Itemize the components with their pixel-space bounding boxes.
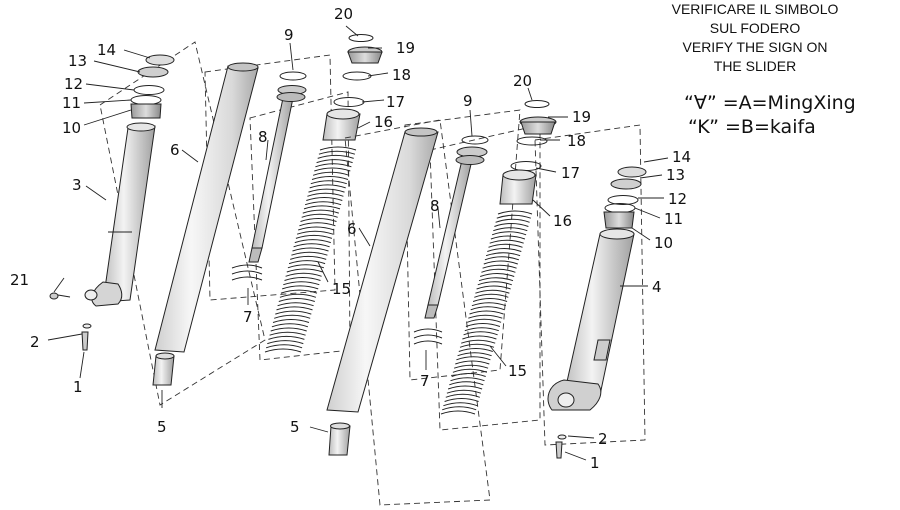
left-spring-group-outline [249,91,351,361]
left-drain-screw [81,323,92,351]
callout-9-right: 9 [463,92,473,110]
callout-16-left: 16 [374,113,393,131]
callout-6-right: 6 [347,220,357,238]
callout-12-right: 12 [668,190,687,208]
callout-14-left: 14 [97,41,116,59]
legend-mingxing: “∀” =A=MingXing [684,92,856,114]
notice-line-2: SUL FODERO [709,20,801,36]
callout-7-right: 7 [420,372,430,390]
right-rebound-spring [413,328,443,345]
right-fork-tube [326,127,439,456]
callout-13-right: 13 [666,166,685,184]
callout-5-right: 5 [290,418,300,436]
right-drain-screw [555,434,567,459]
slider-sign-notice: VERIFICARE IL SIMBOLO SUL FODERO VERIFY … [600,0,900,76]
callout-10-right: 10 [654,234,673,252]
callout-18-left: 18 [392,66,411,84]
left-cap-parts [322,34,383,141]
right-damper-rod [424,135,489,319]
notice-line-4: THE SLIDER [713,58,797,74]
callout-2-right: 2 [598,430,608,448]
callout-21: 21 [10,271,29,289]
right-cap-parts [499,100,557,205]
bleed-screw [49,292,71,300]
callout-10-left: 10 [62,119,81,137]
left-main-spring [264,146,357,353]
right-slider-body [547,228,635,411]
callout-16-right: 16 [553,212,572,230]
callout-9-left: 9 [284,26,294,44]
callout-19-right: 19 [572,108,591,126]
callout-5-left: 5 [157,418,167,436]
callout-15-left: 15 [332,280,351,298]
callout-8-right: 8 [430,197,440,215]
left-damper-rod [248,71,307,263]
callout-3: 3 [72,176,82,194]
callout-6-left: 6 [170,141,180,159]
right-seals [603,166,647,229]
callout-labels: 14 13 12 11 10 3 6 9 8 20 19 18 17 16 15… [10,5,691,472]
callout-4: 4 [652,278,662,296]
right-slider-group-outline [534,124,646,446]
notice-line-1: VERIFICARE IL SIMBOLO [671,1,839,17]
callout-18-right: 18 [567,132,586,150]
callout-1-left: 1 [73,378,83,396]
right-main-spring [440,210,533,415]
callout-8-left: 8 [258,128,268,146]
callout-1-right: 1 [590,454,600,472]
left-rebound-spring [231,264,263,281]
callout-19-left: 19 [396,39,415,57]
callout-11-left: 11 [62,94,81,112]
right-inner-group-outline [404,109,521,381]
callout-15-right: 15 [508,362,527,380]
notice-line-3: VERIFY THE SIGN ON [682,39,828,55]
callout-20-right: 20 [513,72,532,90]
callout-2-left: 2 [30,333,40,351]
callout-17-right: 17 [561,164,580,182]
right-group-outline [344,119,491,506]
legend-kaifa: “K” =B=kaifa [688,116,816,138]
callout-13-left: 13 [68,52,87,70]
callout-17-left: 17 [386,93,405,111]
callout-7-left: 7 [243,308,253,326]
callout-12-left: 12 [64,75,83,93]
callout-20-left: 20 [334,5,353,23]
callout-14-right: 14 [672,148,691,166]
callout-11-right: 11 [664,210,683,228]
left-seals [130,54,175,119]
left-fork-tube [152,62,259,386]
left-slider-body [84,122,156,307]
leader-lines [47,25,669,461]
